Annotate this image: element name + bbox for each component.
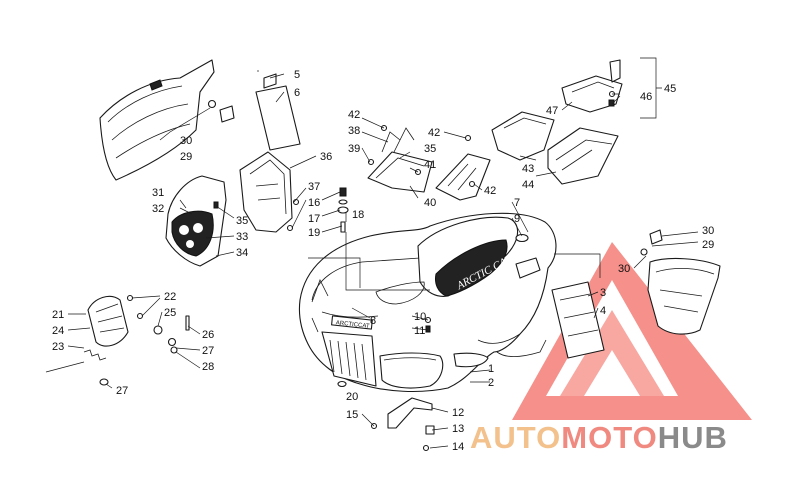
callout-11: 11 xyxy=(414,325,425,337)
callout-17: 17 xyxy=(308,213,320,225)
watermark-inner-mark xyxy=(560,310,664,396)
center-bracket xyxy=(435,134,491,201)
watermark-auto: AUTO xyxy=(470,420,561,455)
callout-34: 34 xyxy=(236,247,248,259)
push-rivet-29a xyxy=(219,105,235,123)
callout-35b: 35 xyxy=(424,143,436,155)
callout-27b: 27 xyxy=(116,385,128,397)
callout-2: 2 xyxy=(488,377,494,389)
callout-42b: 42 xyxy=(428,127,440,139)
headlight xyxy=(379,352,444,389)
callout-18: 18 xyxy=(352,209,364,221)
storage-tray xyxy=(367,124,433,193)
callout-31: 31 xyxy=(152,187,164,199)
callout-43: 43 xyxy=(522,163,534,175)
front-badge-text: ARCTICCAT xyxy=(335,320,370,330)
callout-29a: 29 xyxy=(180,151,192,163)
callout-36: 36 xyxy=(320,151,332,163)
callout-42a: 42 xyxy=(348,109,360,121)
callout-23: 23 xyxy=(52,341,64,353)
watermark-hub: HUB xyxy=(658,420,728,455)
watermark-moto: MOTO xyxy=(561,420,657,455)
callout-33: 33 xyxy=(236,231,248,243)
callout-41: 41 xyxy=(424,159,436,171)
callout-16: 16 xyxy=(308,197,320,209)
speedometer xyxy=(171,210,214,257)
watermark-wordmark: AUTOMOTOHUB xyxy=(470,420,728,455)
callout-21: 21 xyxy=(52,309,64,321)
callout-1: 1 xyxy=(488,363,494,375)
callout-47: 47 xyxy=(546,105,558,117)
callout-26: 26 xyxy=(202,329,214,341)
callout-30a: 30 xyxy=(180,135,192,147)
decal-panel xyxy=(435,239,508,297)
callout-12: 12 xyxy=(452,407,464,419)
watermark-logo xyxy=(512,242,752,420)
callout-32: 32 xyxy=(152,203,164,215)
callout-30c: 30 xyxy=(618,263,630,275)
leader-lines xyxy=(67,57,699,449)
callout-45: 45 xyxy=(664,83,676,95)
front-body-panel: ARCTICCAT ARCTIC CAT xyxy=(298,212,557,393)
watermark-triangle xyxy=(512,242,752,420)
washer-30a xyxy=(207,99,217,109)
callout-3: 3 xyxy=(600,287,606,299)
callout-9: 9 xyxy=(514,213,520,225)
svg-text:AUTOMOTOHUB: AUTOMOTOHUB xyxy=(470,420,728,455)
callout-13: 13 xyxy=(452,423,464,435)
callout-5: 5 xyxy=(294,69,300,81)
callout-46: 46 xyxy=(640,91,652,103)
hood-bumper-bracket xyxy=(515,257,541,279)
washer-27a xyxy=(99,378,109,386)
callout-37: 37 xyxy=(308,181,320,193)
callout-14: 14 xyxy=(452,441,464,453)
spring-24 xyxy=(83,349,107,361)
callout-8: 8 xyxy=(370,315,376,327)
callout-22: 22 xyxy=(164,291,176,303)
callout-labels: 1 2 3 4 5 6 7 8 9 10 11 12 13 14 15 16 1… xyxy=(52,69,714,453)
callout-40: 40 xyxy=(424,197,436,209)
grommet-25 xyxy=(153,325,163,335)
callout-44: 44 xyxy=(522,179,534,191)
callout-42c: 42 xyxy=(484,185,496,197)
callout-30b: 30 xyxy=(702,225,714,237)
callout-38: 38 xyxy=(348,125,360,137)
misc-fasteners xyxy=(337,233,529,388)
left-side-panel xyxy=(99,59,235,181)
callout-39: 39 xyxy=(348,143,360,155)
callout-15: 15 xyxy=(346,409,358,421)
instrument-pod xyxy=(165,175,227,267)
callout-6: 6 xyxy=(294,87,300,99)
callout-24: 24 xyxy=(52,325,64,337)
box-liner-43 xyxy=(491,111,555,161)
bottom-bracket xyxy=(370,397,435,452)
callout-28: 28 xyxy=(202,361,214,373)
callout-4: 4 xyxy=(600,305,606,317)
right-side-panel xyxy=(640,229,721,335)
storage-box xyxy=(491,59,623,185)
callout-35a: 35 xyxy=(236,215,248,227)
front-badge-plate xyxy=(331,315,373,330)
callout-19: 19 xyxy=(308,227,320,239)
callout-29b: 29 xyxy=(702,239,714,251)
callout-20: 20 xyxy=(346,391,358,403)
fastener-stack xyxy=(337,187,349,233)
callout-25: 25 xyxy=(164,307,176,319)
side-reflector xyxy=(453,352,489,368)
decal-sheet xyxy=(255,73,301,151)
fender-flap xyxy=(551,281,605,359)
callout-7: 7 xyxy=(514,197,520,209)
callout-27a: 27 xyxy=(202,345,214,357)
dash-panel xyxy=(239,151,300,233)
front-grille xyxy=(321,331,377,387)
callout-10: 10 xyxy=(414,311,426,323)
